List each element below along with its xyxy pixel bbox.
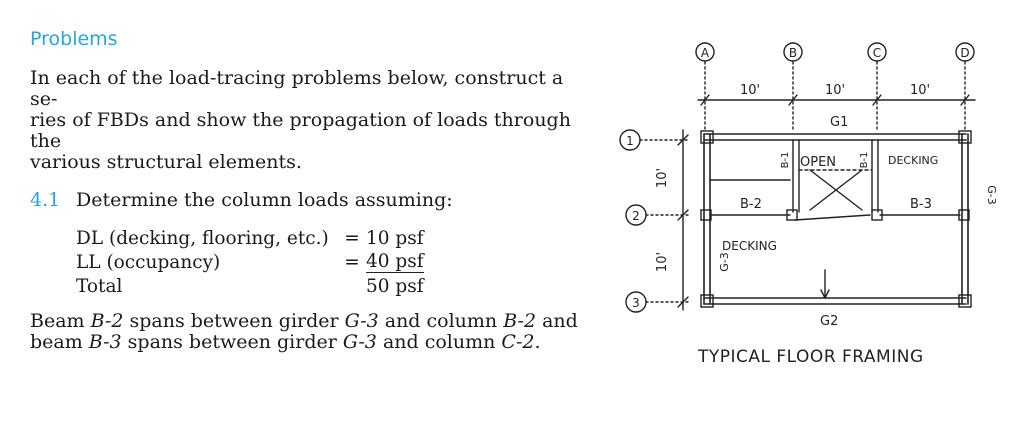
column-d3 xyxy=(958,294,972,308)
intro-line: In each of the load-tracing problems bel… xyxy=(30,67,564,110)
text-run: spans between girder xyxy=(123,310,345,332)
load-arrow xyxy=(824,289,830,299)
load-arrow xyxy=(820,289,826,299)
label-b2: B-2 xyxy=(740,197,762,212)
load-row: Total 50 psf xyxy=(76,273,424,297)
load-eq: = xyxy=(344,228,360,249)
grid-marker-label: C xyxy=(873,46,881,60)
dimension-tick xyxy=(677,209,689,221)
grid-marker-label: B xyxy=(789,46,797,60)
label-b1: B-1 xyxy=(780,152,791,169)
intro-line: various structural elements. xyxy=(30,151,302,173)
grid-marker-circle xyxy=(867,42,887,62)
girders xyxy=(703,133,969,305)
load-eq: = xyxy=(344,252,360,273)
load-value: 50 psf xyxy=(366,276,424,297)
dimension-tick xyxy=(960,94,970,106)
problem-prompt: Determine the column loads assuming: xyxy=(76,189,453,211)
grid-marker-circle xyxy=(783,42,803,62)
loads-table: DL (decking, flooring, etc.) = 10 psf LL… xyxy=(76,225,424,297)
grid-marker-label: A xyxy=(701,46,710,60)
column-d1 xyxy=(958,130,972,144)
member-ref: B-3 xyxy=(88,331,122,353)
opening-cross xyxy=(809,169,863,211)
label-decking: DECKING xyxy=(888,154,938,167)
label-g3: G-3 xyxy=(718,252,731,272)
section-title: Problems xyxy=(30,28,118,50)
label-open: OPEN xyxy=(800,155,836,170)
opening xyxy=(792,139,879,213)
load-row: LL (occupancy) = 40 psf xyxy=(76,249,424,273)
text-run: and column xyxy=(376,331,502,353)
load-label: DL (decking, flooring, etc.) xyxy=(76,228,329,249)
member-ref: C-2 xyxy=(501,331,535,353)
load-value: 40 psf xyxy=(366,251,424,273)
member-ref: G-3 xyxy=(342,331,377,353)
text-run: and xyxy=(536,310,578,332)
span-dim-label: 10' xyxy=(825,83,845,98)
label-decking: DECKING xyxy=(722,239,777,253)
member-ref: B-2 xyxy=(503,310,537,332)
floor-framing-sketch: A B C D 10' 10' 10' 1 2 3 10' 10' xyxy=(619,42,998,367)
beam-link xyxy=(794,214,871,221)
label-b3: B-3 xyxy=(910,197,932,212)
column-grid-markers: A B C D xyxy=(695,42,975,131)
sketch-caption: TYPICAL FLOOR FRAMING xyxy=(697,347,924,367)
problem-heading: 4.1 Determine the column loads assuming: xyxy=(30,189,590,211)
text-run: Beam xyxy=(30,310,91,332)
grid-marker-label: 3 xyxy=(632,296,640,310)
grid-marker-label: 1 xyxy=(626,134,634,148)
load-value: 10 psf xyxy=(366,228,424,249)
load-label: Total xyxy=(76,276,123,297)
row-dim-label: 10' xyxy=(655,252,670,272)
intro-line: ries of FBDs and show the propagation of… xyxy=(30,109,571,152)
closing-paragraph: Beam B-2 spans between girder G-3 and co… xyxy=(30,311,590,353)
dimension-tick xyxy=(788,94,798,106)
span-dim-label: 10' xyxy=(740,83,760,98)
intro-paragraph: In each of the load-tracing problems bel… xyxy=(30,68,590,173)
column-a3 xyxy=(700,294,714,308)
load-row: DL (decking, flooring, etc.) = 10 psf xyxy=(76,225,424,249)
grid-marker-label: D xyxy=(960,46,969,60)
grid-marker-label: 2 xyxy=(632,209,640,223)
load-eq xyxy=(338,273,366,297)
span-dimensions: 10' 10' 10' xyxy=(697,83,976,106)
label-g2: G2 xyxy=(820,314,838,329)
grid-marker-circle xyxy=(955,42,975,62)
grid-marker-circle xyxy=(695,42,715,62)
label-g3: G-3 xyxy=(985,185,998,205)
problem-number: 4.1 xyxy=(30,189,61,211)
member-ref: B-2 xyxy=(90,310,124,332)
dimension-tick xyxy=(700,94,710,106)
row-dim-label: 10' xyxy=(655,168,670,188)
text-run: and column xyxy=(378,310,504,332)
column-a1 xyxy=(700,130,714,144)
text-run: . xyxy=(534,331,541,353)
text-run: spans between girder xyxy=(121,331,343,353)
span-dim-label: 10' xyxy=(910,83,930,98)
text-run: beam xyxy=(30,331,89,353)
dimension-tick xyxy=(677,134,689,146)
beams xyxy=(709,179,961,299)
load-label: LL (occupancy) xyxy=(76,252,221,273)
label-g1: G1 xyxy=(830,115,848,130)
label-b1: B-1 xyxy=(859,152,870,169)
sketch-labels: G1 OPEN DECKING B-2 B-3 DECKING G2 G-3 G… xyxy=(697,115,998,367)
dimension-tick xyxy=(872,94,882,106)
problem-text: Problems In each of the load-tracing pro… xyxy=(30,28,590,353)
dimension-tick xyxy=(677,296,689,308)
member-ref: G-3 xyxy=(344,310,379,332)
row-grid-markers: 1 2 3 10' 10' xyxy=(619,129,689,313)
